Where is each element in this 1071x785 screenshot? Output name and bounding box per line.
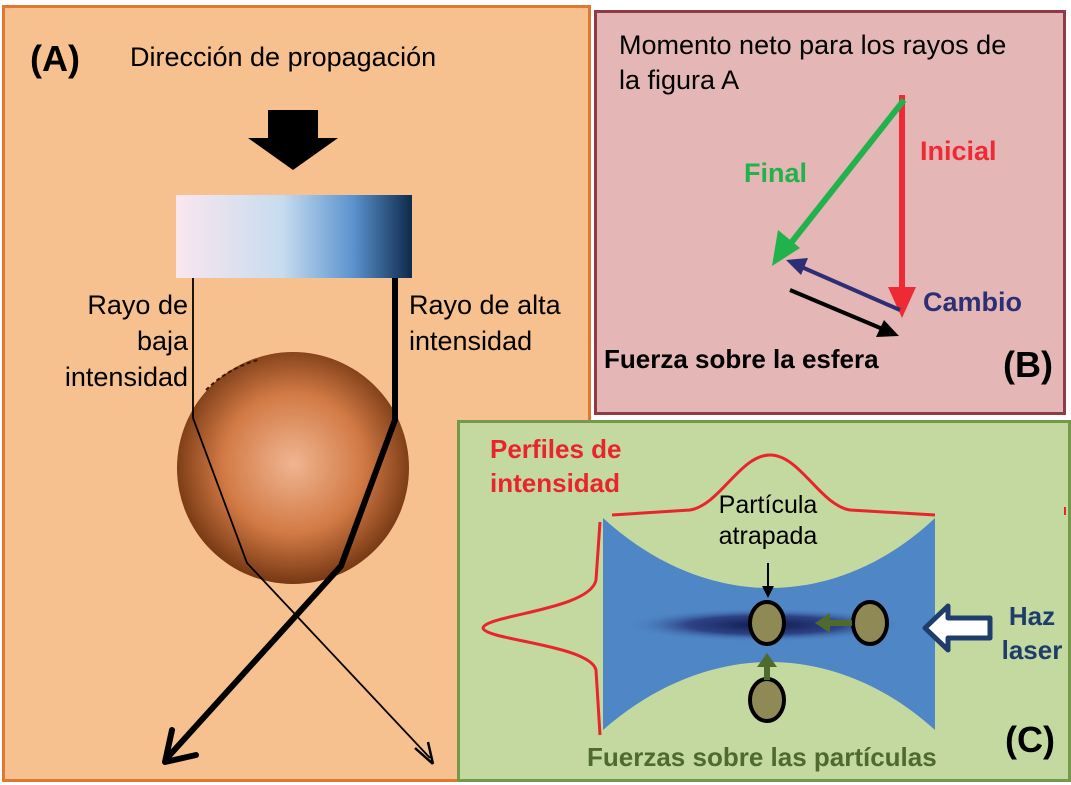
low-ray-label-line1: Rayo de (87, 290, 188, 320)
low-ray-label: Rayo de baja intensidad (40, 288, 188, 396)
change-label: Cambio (923, 287, 1023, 317)
panel-b-title-line2: la figura A (619, 65, 740, 96)
change-arrow (796, 263, 901, 312)
trapped-label: Partícula atrapada (688, 490, 848, 553)
panel-a-label: (A) (30, 38, 80, 79)
propagation-arrow (248, 110, 338, 170)
trapped-label-line1: Partícula (718, 491, 818, 519)
particle-right (851, 600, 889, 646)
panel-b-title-line1: Momento neto para los rayos de (619, 30, 1007, 60)
low-ray-label-line3: intensidad (64, 361, 188, 392)
sphere-rim (205, 359, 259, 391)
initial-label: Inicial (920, 136, 997, 166)
particle-trapped (748, 600, 786, 646)
change-arrowhead (786, 258, 808, 275)
low-ray-label-line2: baja (136, 325, 188, 356)
force-arrow (789, 288, 886, 332)
high-ray-arrowhead (162, 727, 199, 765)
final-arrow (784, 98, 907, 250)
panel-b (594, 10, 1066, 415)
final-label: Final (744, 158, 808, 188)
low-ray-arrowhead (414, 741, 435, 765)
particle-bottom (748, 677, 786, 723)
top-intensity-profile (611, 453, 936, 517)
force-arrowhead-horizontal (815, 613, 830, 633)
beam-label-line1: Haz (1008, 601, 1056, 631)
force-label: Fuerza sobre la esfera (604, 344, 879, 374)
force-arrowhead (876, 320, 899, 337)
profiles-label: Perfiles de intensidad (490, 433, 622, 501)
high-ray-label: Rayo de alta intensidad (409, 288, 561, 360)
propagation-title: Dirección de propagación (130, 42, 437, 72)
initial-arrowhead (888, 287, 916, 318)
sphere (177, 352, 409, 584)
panel-c-label: (C) (1005, 719, 1055, 760)
left-intensity-profile (481, 521, 602, 736)
panel-b-label: (B) (1003, 344, 1053, 385)
beam-label: Haz laser (998, 600, 1066, 668)
beam-direction-arrow (922, 603, 993, 653)
high-intensity-ray (165, 278, 398, 760)
force-arrowhead-vertical (757, 653, 777, 667)
forces-label: Fuerzas sobre las partículas (587, 742, 937, 772)
trapped-label-line2: atrapada (718, 522, 818, 551)
trapped-pointer-head (762, 586, 774, 598)
low-intensity-ray (192, 278, 431, 759)
high-ray-label-line2: intensidad (409, 325, 533, 356)
final-arrowhead (772, 230, 800, 266)
profiles-label-line2: intensidad (490, 467, 621, 498)
intensity-gradient-bar (176, 195, 412, 278)
profiles-label-line1: Perfiles de (490, 434, 622, 464)
panel-b-title: Momento neto para los rayos de la figura… (619, 28, 1006, 98)
beam-label-line2: laser (1001, 634, 1063, 665)
high-ray-label-line1: Rayo de alta (409, 290, 561, 320)
